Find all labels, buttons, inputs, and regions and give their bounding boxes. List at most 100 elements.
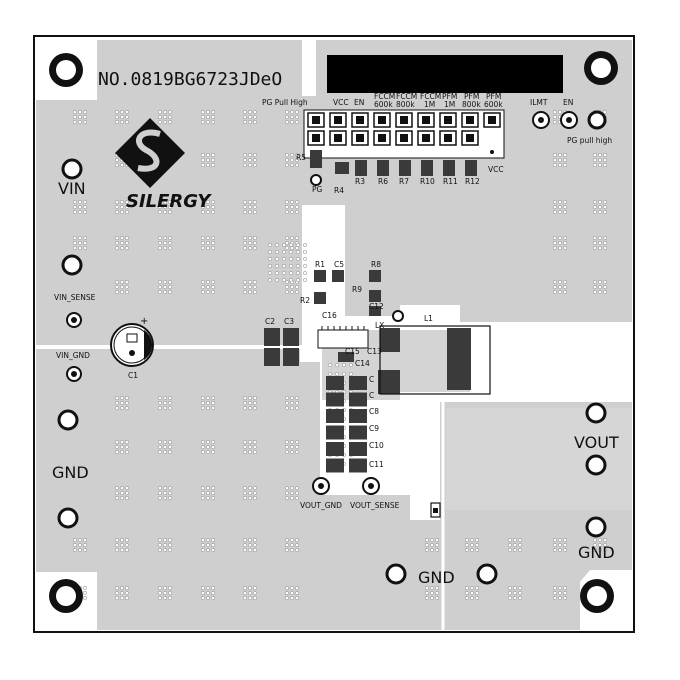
via [508, 548, 512, 552]
via [211, 491, 215, 495]
via [115, 538, 119, 542]
header-pfm600-l1: PFM [486, 92, 501, 101]
header-fccm800-l1: FCCM [396, 92, 417, 101]
via [206, 543, 210, 547]
via [83, 110, 87, 114]
via [253, 210, 257, 214]
output-capacitors [326, 376, 367, 473]
via [285, 205, 289, 209]
via [290, 440, 294, 444]
header-fccm1m-l2: 1M [424, 100, 435, 109]
via [206, 548, 210, 552]
via [158, 538, 162, 542]
via [158, 285, 162, 289]
refdes-r12: R12 [465, 177, 480, 186]
via [120, 591, 124, 595]
via [243, 280, 247, 284]
via [201, 200, 205, 204]
via [163, 115, 167, 119]
via [289, 278, 293, 282]
via [201, 491, 205, 495]
via [163, 440, 167, 444]
via [296, 243, 300, 247]
via [120, 496, 124, 500]
via [243, 210, 247, 214]
via [563, 586, 567, 590]
via [563, 591, 567, 595]
via [553, 543, 557, 547]
via [206, 596, 210, 600]
via [211, 241, 215, 245]
via [158, 246, 162, 250]
gnd-terminal-2 [57, 507, 79, 529]
via [73, 210, 77, 214]
via [285, 548, 289, 552]
via [120, 246, 124, 250]
via [295, 163, 299, 167]
pg-pull-high-testpoint [587, 110, 607, 130]
via [243, 450, 247, 454]
via [163, 110, 167, 114]
via [211, 120, 215, 124]
label-vout-sense: VOUT_SENSE [350, 501, 400, 510]
via [120, 596, 124, 600]
via [563, 285, 567, 289]
via [125, 486, 129, 490]
via [558, 163, 562, 167]
via [125, 120, 129, 124]
via [558, 236, 562, 240]
via [168, 120, 172, 124]
via [603, 236, 607, 240]
via [295, 115, 299, 119]
label-vin: VIN [58, 179, 86, 198]
via [73, 236, 77, 240]
via [125, 543, 129, 547]
via [248, 110, 252, 114]
via [115, 115, 119, 119]
via [125, 285, 129, 289]
via [115, 450, 119, 454]
via [285, 280, 289, 284]
via [120, 210, 124, 214]
via [201, 538, 205, 542]
via [598, 210, 602, 214]
via [78, 205, 82, 209]
via [295, 450, 299, 454]
via [115, 285, 119, 289]
via [125, 491, 129, 495]
via [201, 210, 205, 214]
via [115, 406, 119, 410]
via [125, 115, 129, 119]
via [243, 440, 247, 444]
via [285, 406, 289, 410]
via [211, 205, 215, 209]
via [115, 440, 119, 444]
via [73, 120, 77, 124]
via [120, 110, 124, 114]
via [342, 363, 346, 367]
via [553, 163, 557, 167]
refdes-c7: C [369, 391, 374, 400]
via [125, 401, 129, 405]
label-vout: VOUT [574, 433, 619, 452]
via [83, 120, 87, 124]
header-pin-hole [356, 134, 364, 142]
via [201, 406, 205, 410]
via [563, 210, 567, 214]
via [115, 586, 119, 590]
via [282, 257, 286, 261]
via [603, 153, 607, 157]
via [553, 115, 557, 119]
via [290, 496, 294, 500]
via [290, 163, 294, 167]
via [125, 440, 129, 444]
via [158, 210, 162, 214]
label-gnd-right: GND [578, 543, 615, 562]
via [168, 486, 172, 490]
header-fccm1m-l1: FCCM [420, 92, 441, 101]
via [248, 246, 252, 250]
via [248, 285, 252, 289]
via [120, 163, 124, 167]
via [553, 210, 557, 214]
